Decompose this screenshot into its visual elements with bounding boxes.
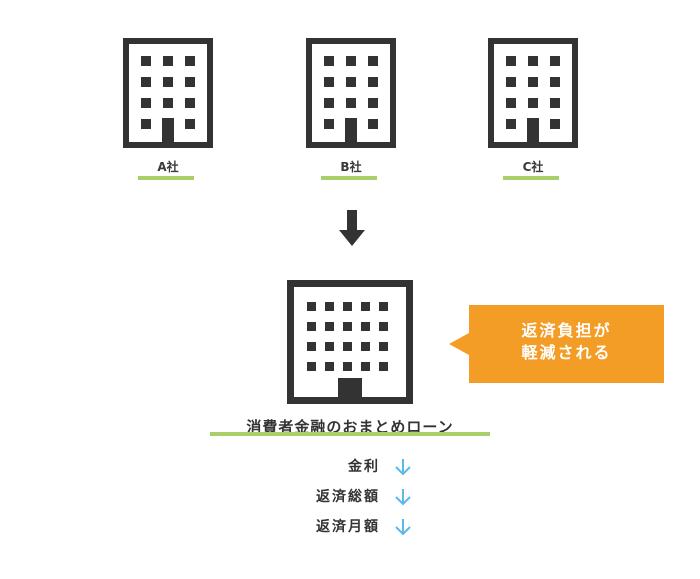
- effect-label-monthly: 返済月額: [316, 519, 380, 535]
- consolidated-label: 消費者金融のおまとめローン: [246, 418, 454, 436]
- down-arrow-icon: [395, 519, 411, 536]
- callout-line-2: 軽減される: [521, 343, 612, 362]
- building-icon-c: [488, 38, 578, 148]
- company-label-c: C社: [522, 160, 544, 174]
- callout-pointer: [449, 333, 469, 355]
- down-arrow-icon: [395, 459, 411, 476]
- building-icon-a: [123, 38, 213, 148]
- benefit-callout-text: 返済負担が 軽減される: [469, 320, 664, 364]
- company-underline-a: [138, 176, 194, 180]
- company-label-b: B社: [340, 160, 362, 174]
- company-label-a: A社: [157, 160, 179, 174]
- consolidation-arrow-icon: [339, 210, 365, 246]
- effect-row-monthly: 返済月額: [290, 516, 430, 538]
- effect-label-interest: 金利: [348, 459, 380, 475]
- consolidated-building-icon: [287, 280, 413, 404]
- building-icon-b: [306, 38, 396, 148]
- benefit-callout: [469, 305, 664, 383]
- effect-label-total: 返済総額: [316, 489, 380, 505]
- down-arrow-icon: [395, 489, 411, 506]
- effect-row-total: 返済総額: [290, 486, 430, 508]
- callout-line-1: 返済負担が: [521, 321, 612, 340]
- effect-row-interest: 金利: [290, 456, 430, 478]
- consolidated-underline: [210, 432, 490, 436]
- company-underline-c: [503, 176, 559, 180]
- company-underline-b: [321, 176, 377, 180]
